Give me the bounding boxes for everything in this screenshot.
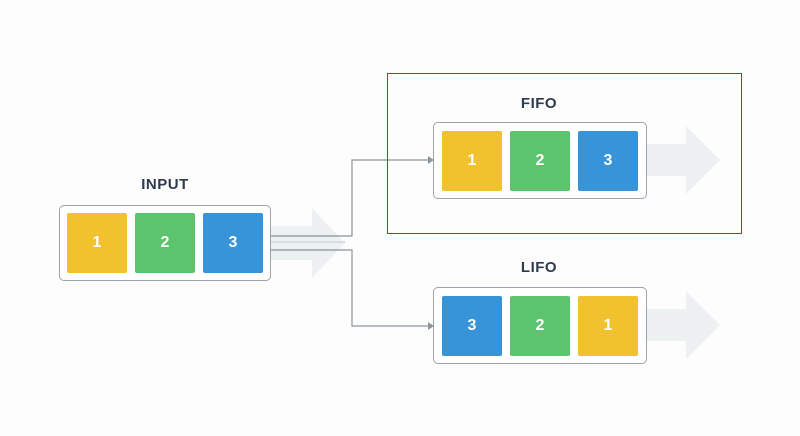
fifo-flow-arrow bbox=[646, 126, 720, 194]
fifo-cell-2: 2 bbox=[510, 131, 570, 191]
wire-to-fifo-arrowhead bbox=[428, 156, 434, 164]
fifo-title: FIFO bbox=[520, 95, 558, 112]
lifo-cell-2: 2 bbox=[510, 296, 570, 356]
lifo-title: LIFO bbox=[520, 259, 558, 276]
wire-to-lifo-arrowhead bbox=[428, 322, 434, 330]
fifo-cell-1: 1 bbox=[442, 131, 502, 191]
fifo-highlight-box bbox=[387, 73, 742, 234]
wire-to-fifo bbox=[270, 159, 428, 237]
wire-to-lifo bbox=[270, 249, 428, 327]
input-cell-2: 2 bbox=[135, 213, 195, 273]
lifo-queue: 3 2 1 bbox=[433, 287, 647, 364]
input-queue: 1 2 3 bbox=[59, 205, 271, 281]
fifo-queue: 1 2 3 bbox=[433, 122, 647, 199]
fifo-cell-3: 3 bbox=[578, 131, 638, 191]
input-cell-3: 3 bbox=[203, 213, 263, 273]
lifo-cell-3: 1 bbox=[578, 296, 638, 356]
input-title: INPUT bbox=[141, 176, 189, 193]
lifo-cell-1: 3 bbox=[442, 296, 502, 356]
lifo-flow-arrow bbox=[646, 291, 720, 359]
input-flow-arrow bbox=[270, 208, 345, 278]
input-cell-1: 1 bbox=[67, 213, 127, 273]
